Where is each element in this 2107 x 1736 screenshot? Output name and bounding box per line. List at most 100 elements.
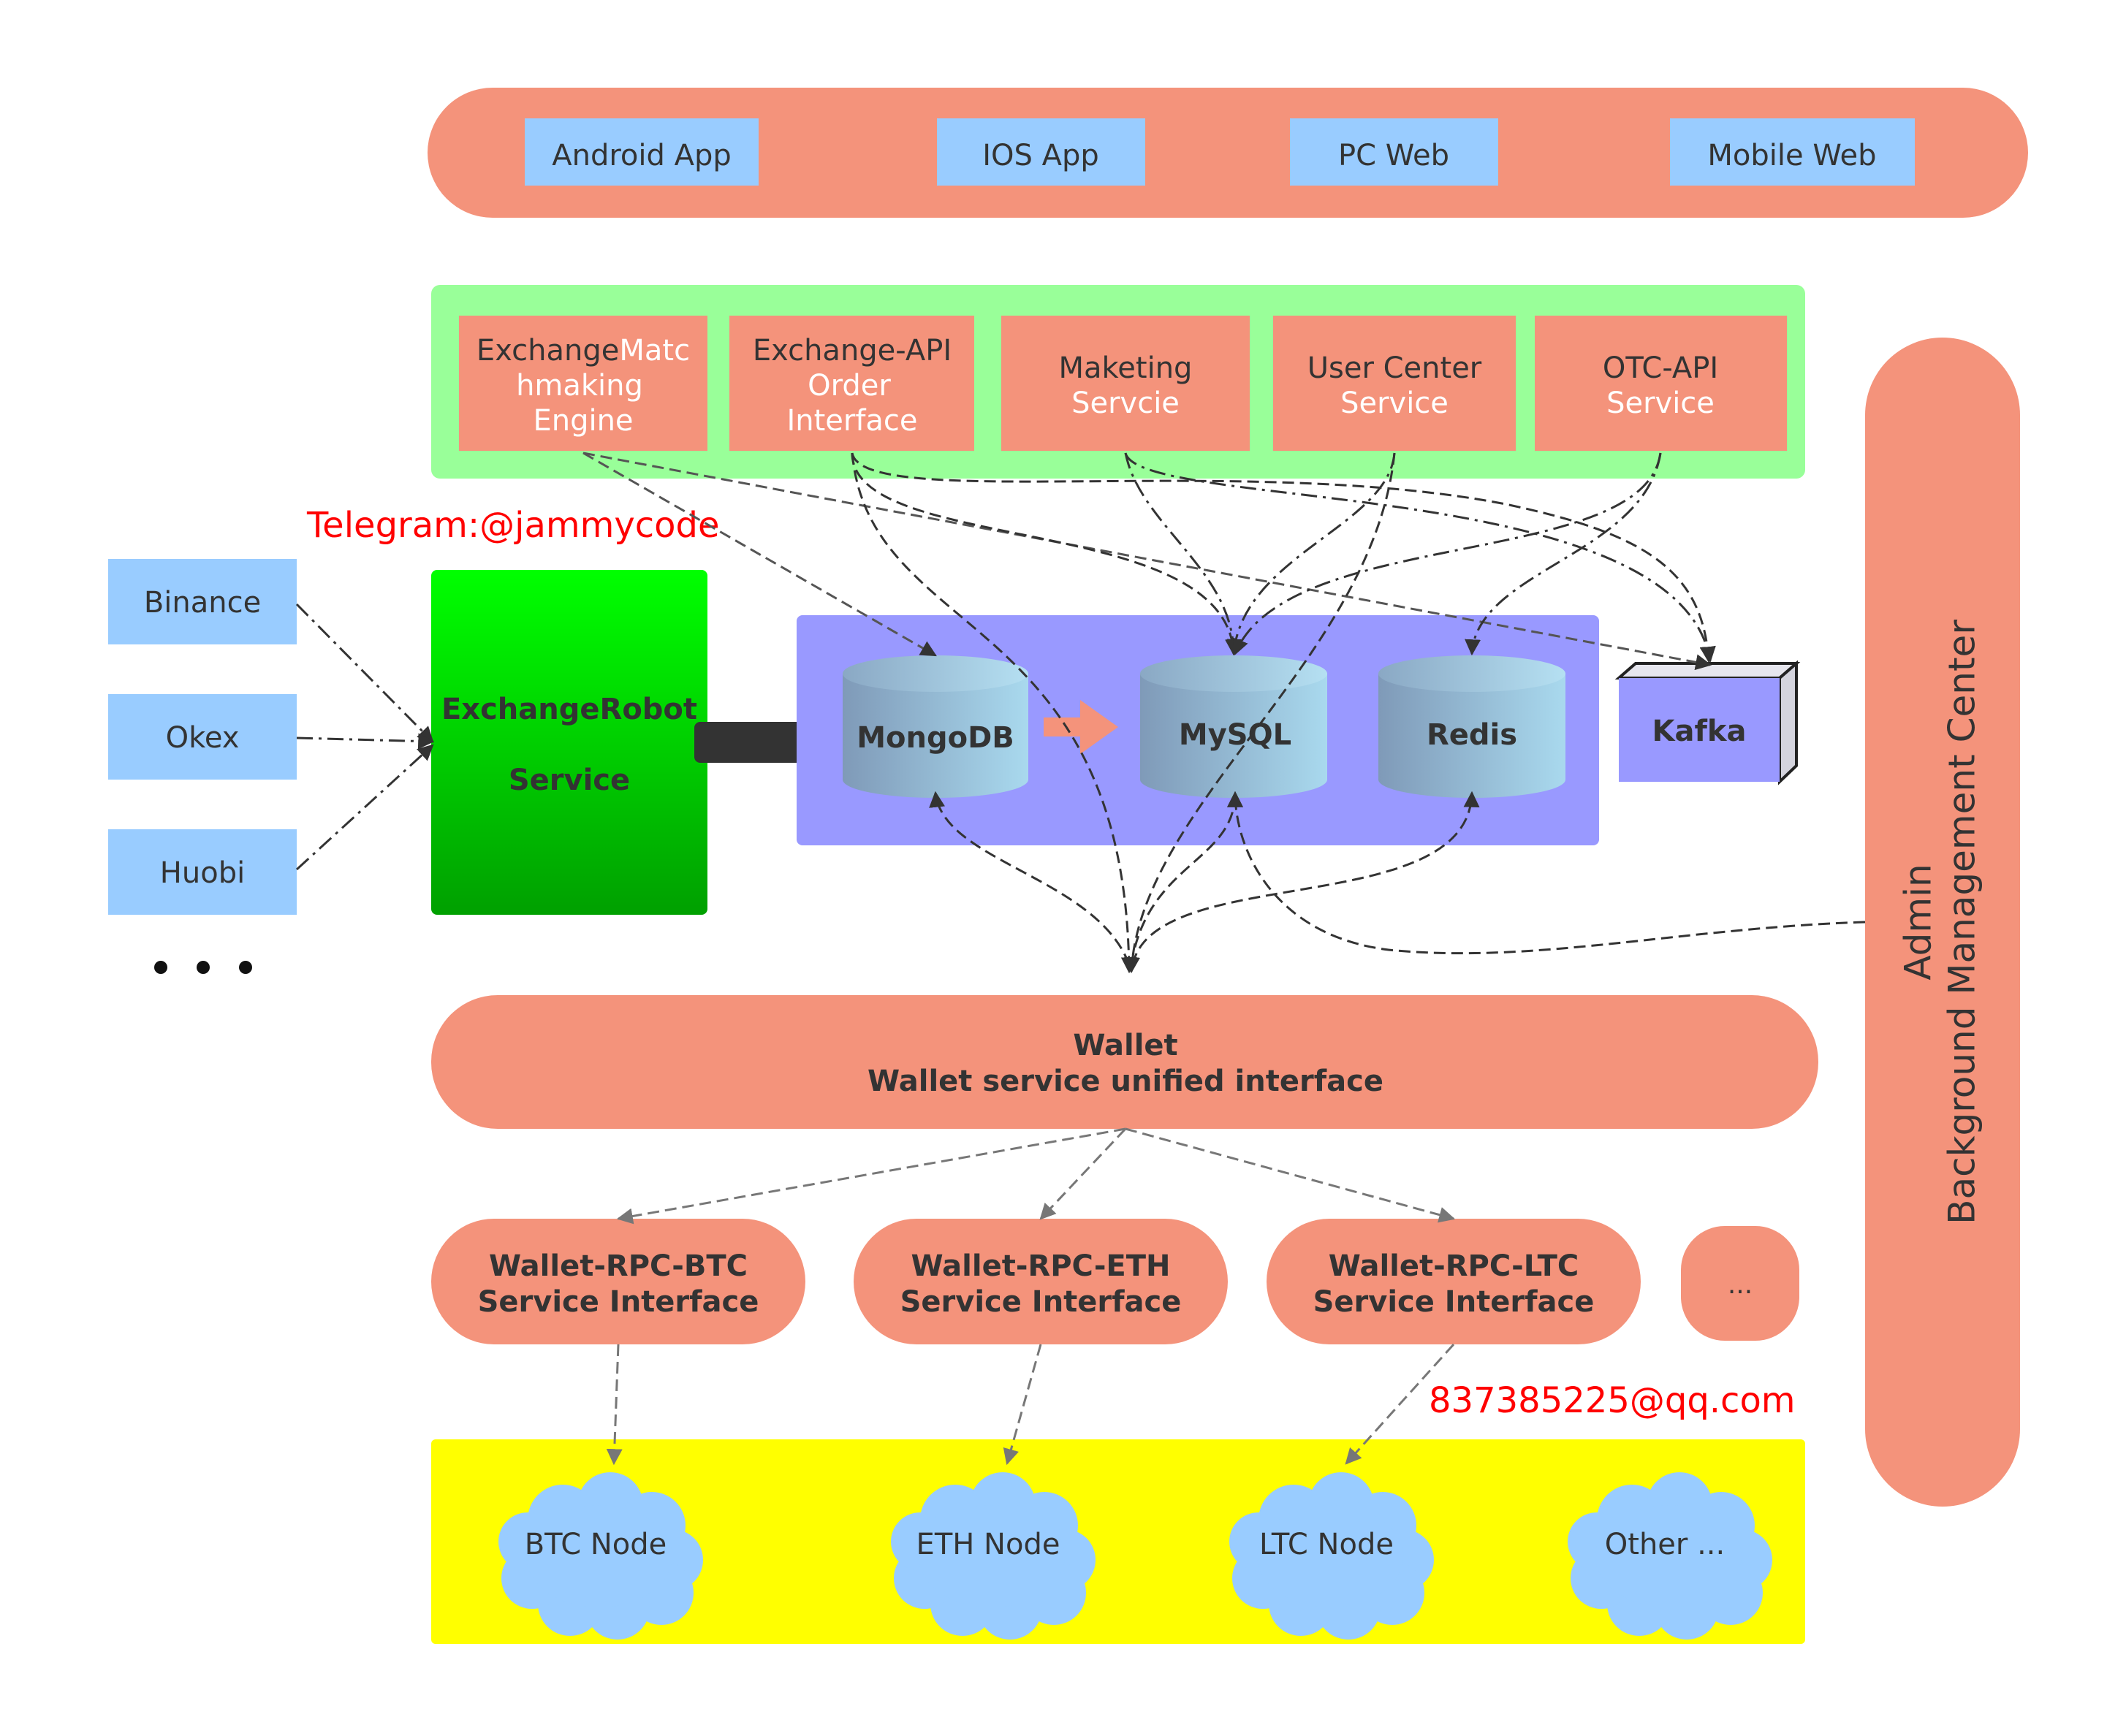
- binance-to-robot-connector: [295, 603, 434, 743]
- exchanges-group: Binance Okex Huobi: [108, 559, 297, 974]
- mobile-web-box[interactable]: Mobile Web: [1670, 118, 1915, 186]
- node-layer: BTC Node ETH Node: [431, 1439, 1805, 1644]
- user-center-label-1: User Center: [1307, 351, 1482, 385]
- email-contact: 837385225@qq.com: [1429, 1380, 1796, 1421]
- user-center-to-mysql-connector: [1226, 452, 1396, 656]
- mobile-web-label: Mobile Web: [1707, 139, 1876, 172]
- eth-node-label: ETH Node: [916, 1528, 1060, 1561]
- service-layer: ExchangeMatc hmaking Engine Exchange-API…: [431, 285, 1805, 479]
- exchange-api-label-3: Interface: [786, 404, 917, 438]
- wallet-rpc-more[interactable]: ...: [1681, 1226, 1799, 1341]
- otc-api-label-2: Service: [1606, 387, 1715, 420]
- ios-app-box[interactable]: IOS App: [937, 118, 1145, 186]
- user-center-to-wallet-connector: [1124, 452, 1396, 974]
- wallet-rpc-btc[interactable]: Wallet-RPC-BTC Service Interface: [431, 1219, 805, 1344]
- redis-wallet-connector: [1131, 791, 1480, 965]
- more-exchanges-ellipsis: [154, 961, 252, 974]
- matching-engine-label: ExchangeMatc: [477, 334, 690, 368]
- eth-node-cloud[interactable]: ETH Node: [891, 1472, 1096, 1640]
- redis-label: Redis: [1427, 718, 1517, 752]
- wallet-label-2: Wallet service unified interface: [868, 1065, 1383, 1098]
- pc-web-label: PC Web: [1338, 139, 1449, 172]
- huobi-to-robot-connector: [295, 744, 434, 871]
- matching-engine-box[interactable]: ExchangeMatc hmaking Engine: [459, 316, 707, 451]
- other-node-cloud[interactable]: Other ...: [1568, 1472, 1772, 1640]
- rpc-ltc-to-node-connector: [1345, 1343, 1455, 1465]
- user-center-box[interactable]: User Center Service: [1273, 316, 1516, 451]
- otc-to-redis-connector: [1465, 452, 1662, 656]
- admin-center[interactable]: Admin Background Management Center: [1865, 338, 2020, 1507]
- matching-engine-label-3: Engine: [533, 404, 633, 438]
- exchange-api-box[interactable]: Exchange-API Order Interface: [729, 316, 974, 451]
- marketing-to-kafka-connector: [1124, 452, 1716, 663]
- client-layer: Android App IOS App PC Web Mobile Web: [428, 88, 2028, 218]
- user-center-label-2: Service: [1340, 387, 1449, 420]
- admin-label-2: Background Management Center: [1941, 620, 1983, 1225]
- connectors: [295, 452, 1866, 1466]
- kafka-label: Kafka: [1652, 715, 1747, 748]
- kafka-box[interactable]: Kafka: [1614, 660, 1801, 785]
- android-app-label: Android App: [552, 139, 732, 172]
- binance-box[interactable]: Binance: [108, 559, 297, 644]
- exchange-api-to-mysql-connector: [851, 452, 1242, 656]
- mongodb-label: MongoDB: [857, 721, 1014, 755]
- rpc-btc-to-node-connector: [606, 1344, 623, 1466]
- pc-web-box[interactable]: PC Web: [1290, 118, 1498, 186]
- matching-to-mongodb-connector: [582, 452, 937, 657]
- mysql-label: MySQL: [1179, 718, 1291, 752]
- ltc-node-label: LTC Node: [1259, 1528, 1394, 1561]
- otc-to-mysql-connector: [1233, 452, 1662, 656]
- marketing-service-label-2: Servcie: [1071, 387, 1180, 420]
- client-layer-bar: [428, 88, 2028, 218]
- wallet-to-rpc-eth-connector: [1039, 1127, 1127, 1220]
- admin-label-1: Admin: [1897, 864, 1940, 980]
- redis-cylinder[interactable]: Redis: [1378, 655, 1565, 798]
- huobi-box[interactable]: Huobi: [108, 829, 297, 915]
- matching-engine-label-2: hmaking: [516, 369, 643, 403]
- matching-to-kafka-connector: [582, 452, 1712, 671]
- rpc-btc-label-2: Service Interface: [478, 1285, 759, 1319]
- exchange-robot-service[interactable]: ExchangeRobot Service: [431, 570, 707, 915]
- mongodb-to-mysql-arrow: [1044, 700, 1118, 754]
- huobi-label: Huobi: [160, 856, 245, 890]
- marketing-service-label-1: Maketing: [1059, 351, 1193, 385]
- marketing-to-mysql-connector: [1124, 452, 1242, 656]
- mysql-cylinder[interactable]: MySQL: [1140, 655, 1327, 798]
- wallet-to-rpc-btc-connector: [616, 1127, 1126, 1225]
- wallet-label-1: Wallet: [1073, 1029, 1177, 1062]
- rpc-eth-label-2: Service Interface: [900, 1285, 1182, 1319]
- rpc-ltc-label-1: Wallet-RPC-LTC: [1329, 1249, 1579, 1283]
- rpc-eth-to-node-connector: [1003, 1344, 1042, 1466]
- rpc-btc-label-1: Wallet-RPC-BTC: [489, 1249, 748, 1283]
- mysql-wallet-connector: [1130, 791, 1243, 965]
- exchange-api-label-2: Order: [808, 369, 891, 403]
- otc-api-box[interactable]: OTC-API Service: [1535, 316, 1787, 451]
- ios-app-label: IOS App: [982, 139, 1099, 172]
- mongodb-wallet-connector: [929, 791, 1131, 965]
- okex-box[interactable]: Okex: [108, 694, 297, 780]
- rpc-eth-label-1: Wallet-RPC-ETH: [911, 1249, 1170, 1283]
- btc-node-cloud[interactable]: BTC Node: [498, 1472, 703, 1640]
- exchange-robot-label-1: ExchangeRobot: [441, 693, 697, 726]
- admin-to-mysql-connector: [1227, 791, 1866, 955]
- rpc-ltc-label-2: Service Interface: [1313, 1285, 1595, 1319]
- ltc-node-cloud[interactable]: LTC Node: [1229, 1472, 1434, 1640]
- wallet-interface[interactable]: Wallet Wallet service unified interface: [431, 995, 1818, 1129]
- binance-label: Binance: [144, 586, 261, 620]
- storage-layer: MongoDB MySQL Redis: [797, 615, 1599, 845]
- node-layer-bg: [431, 1439, 1805, 1644]
- telegram-contact: Telegram:@jammycode: [306, 505, 720, 546]
- rpc-layer: Wallet-RPC-BTC Service Interface Wallet-…: [431, 1219, 1799, 1344]
- mongodb-cylinder[interactable]: MongoDB: [843, 655, 1028, 798]
- robot-storage-connector: [694, 722, 815, 763]
- marketing-service-box[interactable]: Maketing Servcie: [1001, 316, 1250, 451]
- android-app-box[interactable]: Android App: [525, 118, 759, 186]
- wallet-rpc-eth[interactable]: Wallet-RPC-ETH Service Interface: [854, 1219, 1228, 1344]
- exchange-robot-label-2: Service: [509, 764, 630, 797]
- wallet-to-rpc-ltc-connector: [1125, 1127, 1456, 1223]
- other-node-label: Other ...: [1605, 1528, 1725, 1561]
- rpc-more-label: ...: [1728, 1270, 1753, 1300]
- exchange-api-to-wallet-connector: [851, 452, 1137, 974]
- otc-api-label-1: OTC-API: [1603, 351, 1718, 385]
- wallet-rpc-ltc[interactable]: Wallet-RPC-LTC Service Interface: [1267, 1219, 1641, 1344]
